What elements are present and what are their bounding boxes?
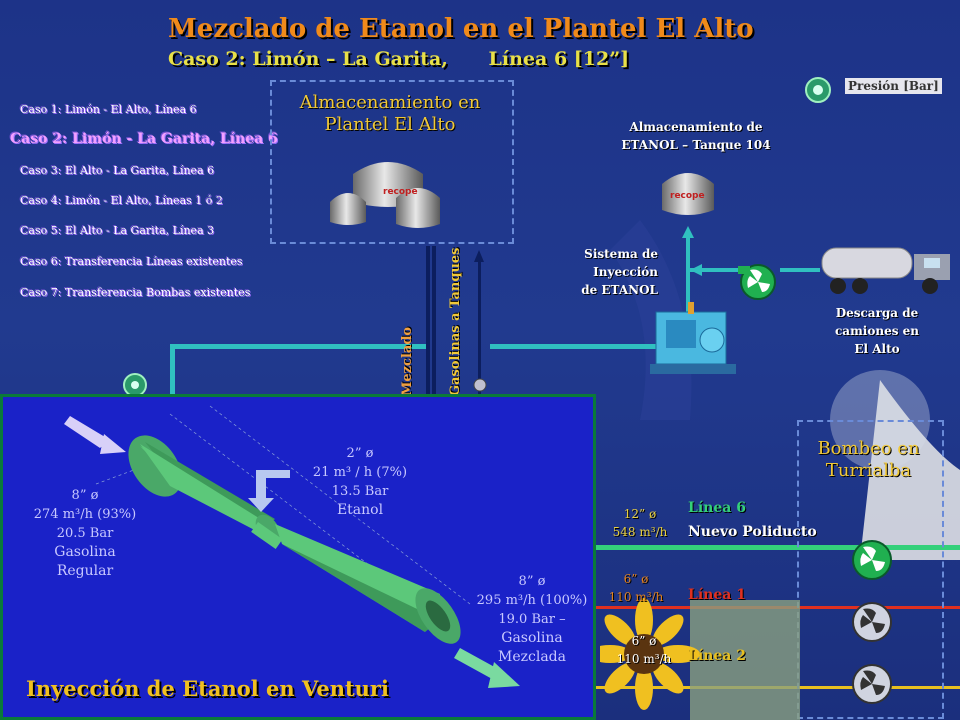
- truck-unload-line3: El Alto: [854, 342, 900, 356]
- case-item-5[interactable]: Caso 5: El Alto - La Garita, Línea 3: [20, 224, 215, 237]
- venturi-title: Inyección de Etanol en Venturi: [26, 676, 389, 701]
- case-item-3[interactable]: Caso 3: El Alto - La Garita, Línea 6: [20, 164, 215, 177]
- bombeo-box: [797, 420, 944, 719]
- ethanol-pump-icon[interactable]: [738, 262, 782, 302]
- tanker-truck-icon: [821, 247, 950, 294]
- venturi-ethanol: 2” ø 21 m³ / h (7%) 13.5 Bar Etanol: [300, 444, 420, 520]
- venturi-ethanol-size: 2” ø: [346, 446, 374, 461]
- line1-size: 6” ø: [623, 572, 649, 586]
- subtitle-line: Línea 6 [12”]: [488, 48, 630, 70]
- venturi-outlet: 8” ø 295 m³/h (100%) 19.0 Bar – Gasolina…: [468, 572, 596, 667]
- venturi-inlet-flow: 274 m³/h (93%): [33, 507, 137, 522]
- venturi-inlet-product1: Gasolina: [54, 544, 116, 560]
- venturi-outlet-size: 8” ø: [518, 574, 546, 589]
- bombeo-title-line2: Turrialba: [825, 460, 912, 481]
- line6-flow: 12” ø 548 m³/h: [600, 505, 680, 541]
- bombeo-title: Bombeo en Turrialba: [797, 438, 940, 482]
- case-item-1[interactable]: Caso 1: Limón - El Alto, Línea 6: [20, 103, 197, 116]
- blend-label: Mezclado: [400, 326, 415, 396]
- venturi-drawing: [64, 405, 520, 688]
- svg-text:recope: recope: [383, 187, 418, 197]
- turrialba-pump-line1-icon[interactable]: [850, 600, 896, 644]
- venturi-outlet-product2: Mezclada: [498, 649, 566, 665]
- venturi-outlet-pressure: 19.0 Bar –: [498, 612, 566, 627]
- truck-unload-line2: camiones en: [835, 324, 919, 338]
- line6-extra: Nuevo Poliducto: [688, 524, 817, 540]
- storage-tanks-icon: recope: [330, 162, 440, 228]
- injection-skid-icon: [650, 302, 736, 374]
- venturi-outlet-flow: 295 m³/h (100%): [476, 593, 588, 608]
- line2-name: Línea 2: [688, 648, 746, 664]
- venturi-outlet-product1: Gasolina: [501, 630, 563, 646]
- venturi-ethanol-product: Etanol: [336, 502, 384, 518]
- truck-unload-label: Descarga de camiones en El Alto: [812, 304, 942, 358]
- venturi-ethanol-flow: 21 m³ / h (7%): [312, 465, 408, 480]
- storage-box: [270, 80, 514, 244]
- line6-name: Línea 6: [688, 500, 746, 516]
- pressure-legend-icon: [805, 77, 831, 103]
- ethanol-tank-label: Almacenamiento de ETANOL – Tanque 104: [596, 118, 796, 154]
- truck-unload-line1: Descarga de: [835, 306, 919, 320]
- page-subtitle: Caso 2: Limón – La Garita, Línea 6 [12”]: [168, 48, 629, 70]
- line1-flow-value: 110 m³/h: [608, 590, 664, 604]
- storage-title: Almacenamiento en Plantel El Alto: [270, 92, 510, 136]
- pressure-legend-label: Presión [Bar]: [845, 78, 942, 94]
- ethanol-tank-icon: recope: [662, 173, 714, 215]
- case-item-4[interactable]: Caso 4: Limón - El Alto, Líneas 1 ó 2: [20, 194, 223, 207]
- venturi-inlet: 8” ø 274 m³/h (93%) 20.5 Bar Gasolina Re…: [30, 486, 140, 581]
- line1-flow: 6” ø 110 m³/h: [596, 570, 676, 606]
- line2-size: 6” ø: [631, 634, 657, 648]
- injection-system-line3: de ETANOL: [581, 283, 658, 297]
- line6-size: 12” ø: [623, 507, 657, 521]
- subtitle-case: Caso 2: Limón – La Garita,: [168, 48, 448, 70]
- sunflower-image: [600, 598, 800, 720]
- injection-system-label: Sistema de Inyección de ETANOL: [548, 245, 658, 299]
- turrialba-pump-line2-icon[interactable]: [850, 662, 896, 706]
- venturi-inlet-size: 8” ø: [71, 488, 99, 503]
- case-item-6[interactable]: Caso 6: Transferencia Líneas existentes: [20, 255, 243, 268]
- line2-flow: 6” ø 110 m³/h: [604, 632, 684, 668]
- bombeo-title-line1: Bombeo en: [817, 438, 920, 459]
- case-item-2[interactable]: Caso 2: Limón - La Garita, Línea 6: [10, 131, 278, 147]
- venturi-ethanol-pressure: 13.5 Bar: [331, 484, 389, 499]
- page-title: Mezclado de Etanol en el Plantel El Alto: [168, 14, 754, 44]
- case-item-7[interactable]: Caso 7: Transferencia Bombas existentes: [20, 286, 251, 299]
- storage-title-line2: Plantel El Alto: [324, 114, 456, 135]
- venturi-inlet-pressure: 20.5 Bar: [56, 526, 114, 541]
- ethanol-tank-label-line2: ETANOL – Tanque 104: [621, 138, 771, 152]
- line6-flow-value: 548 m³/h: [612, 525, 668, 539]
- valve-icon[interactable]: [472, 376, 488, 394]
- injection-system-line1: Sistema de: [584, 247, 658, 261]
- ethanol-tank-label-line1: Almacenamiento de: [629, 120, 763, 134]
- injection-system-line2: Inyección: [593, 265, 658, 279]
- storage-title-line1: Almacenamiento en: [299, 92, 481, 113]
- turrialba-pump-line6-icon[interactable]: [850, 538, 896, 582]
- ethanol-tank-brand: recope: [670, 191, 705, 201]
- line1-name: Línea 1: [688, 587, 746, 603]
- to-tanks-label: Gasolinas a Tanques: [448, 247, 463, 397]
- venturi-inlet-product2: Regular: [56, 563, 114, 579]
- line2-flow-value: 110 m³/h: [616, 652, 672, 666]
- pressure-gauge-icon[interactable]: [122, 372, 148, 396]
